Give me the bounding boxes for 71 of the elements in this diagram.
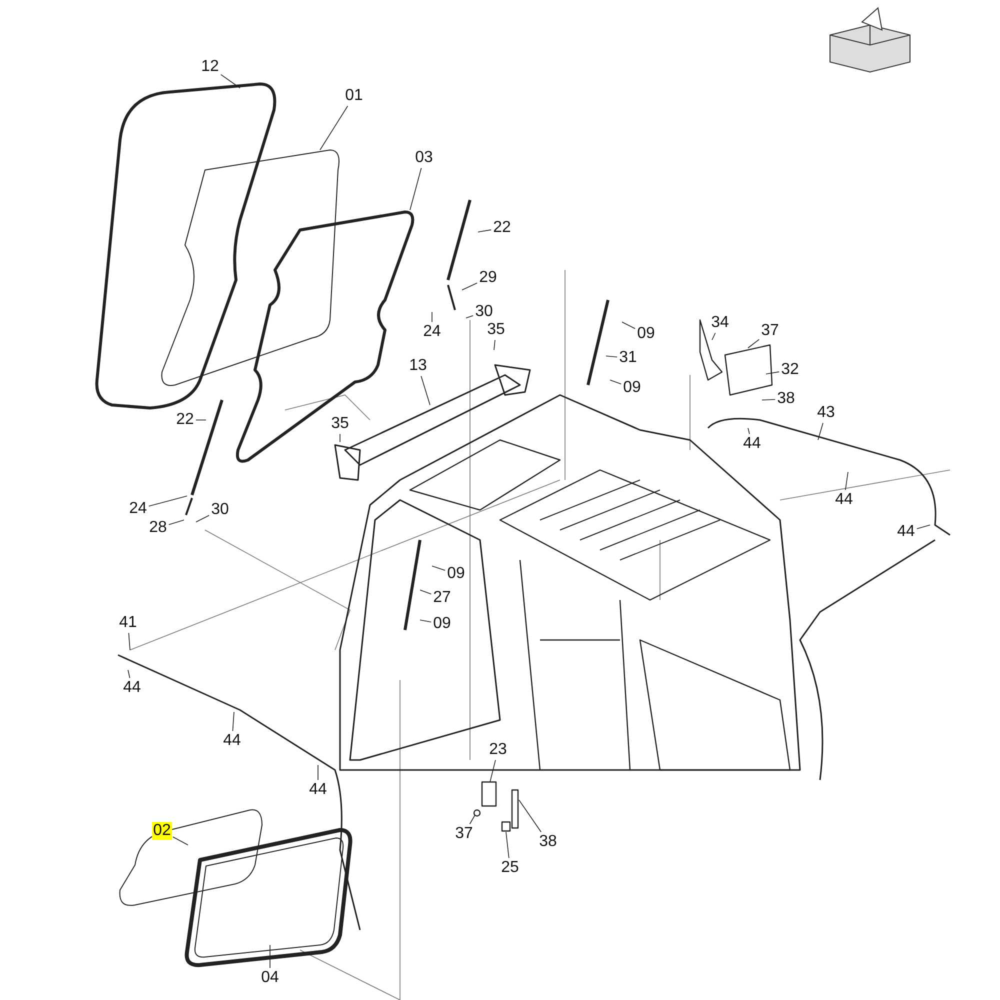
leader-line [494,340,496,350]
leader-line [490,760,496,782]
leader-line [168,520,184,525]
callout-number: 25 [500,859,520,877]
leader-line [220,74,240,88]
callout-number: 09 [636,325,656,343]
leader-line [518,800,542,832]
callout-number: 30 [474,303,494,321]
callout-number: 37 [760,322,780,340]
leader-line [622,322,636,329]
callout-number: 09 [622,379,642,397]
callout-number: 34 [710,314,730,332]
leader-line [712,332,716,340]
callout-number: 24 [128,500,148,518]
callout-number: 12 [200,58,220,76]
callout-number: 32 [780,361,800,379]
callout-number: 09 [432,615,452,633]
callout-number: 01 [344,87,364,105]
callout-number: 31 [618,349,638,367]
leader-line [196,515,210,522]
callout-number: 44 [742,435,762,453]
leader-line [748,428,750,434]
callout-number: 43 [816,404,836,422]
leader-line [172,836,188,846]
leader-line [320,106,348,150]
leader-line [420,376,430,406]
callout-number: 29 [478,269,498,287]
leader-line [845,472,848,490]
leader-line [462,282,478,290]
leader-line [432,566,446,571]
leader-line [466,315,474,318]
leader-line [128,670,130,678]
callout-number: 24 [422,323,442,341]
callout-number: 37 [454,825,474,843]
leader-line [748,339,760,348]
callout-number: 28 [148,519,168,537]
callout-number: 38 [538,833,558,851]
callout-number: 22 [492,219,512,237]
callout-number: 44 [222,732,242,750]
callout-number: 04 [260,969,280,987]
leader-line [232,712,234,732]
callout-number: 41 [118,614,138,632]
callout-number: 09 [446,565,466,583]
leader-line [469,814,476,824]
leader-line [766,371,780,374]
callout-number: 44 [122,679,142,697]
callout-number: 35 [486,321,506,339]
leader-line [818,422,824,440]
leader-line [420,620,432,622]
callout-number: 30 [210,501,230,519]
callout-number: 02 [152,822,172,840]
callout-number: 35 [330,415,350,433]
leader-line [420,590,432,594]
callout-number: 44 [834,491,854,509]
callout-number: 27 [432,589,452,607]
callout-number: 03 [414,149,434,167]
callout-number: 13 [408,357,428,375]
leader-line [128,632,130,650]
callout-number: 38 [776,390,796,408]
callout-number: 23 [488,741,508,759]
callout-number: 22 [175,411,195,429]
callout-number: 44 [896,523,916,541]
leader-line [506,832,510,858]
leader-line [148,496,188,506]
leader-line [762,399,776,400]
leader-line [478,229,492,232]
leader-line [916,524,930,530]
leader-line [410,168,422,210]
leader-line [610,380,622,384]
leader-line [606,356,618,358]
callout-number: 44 [308,781,328,799]
